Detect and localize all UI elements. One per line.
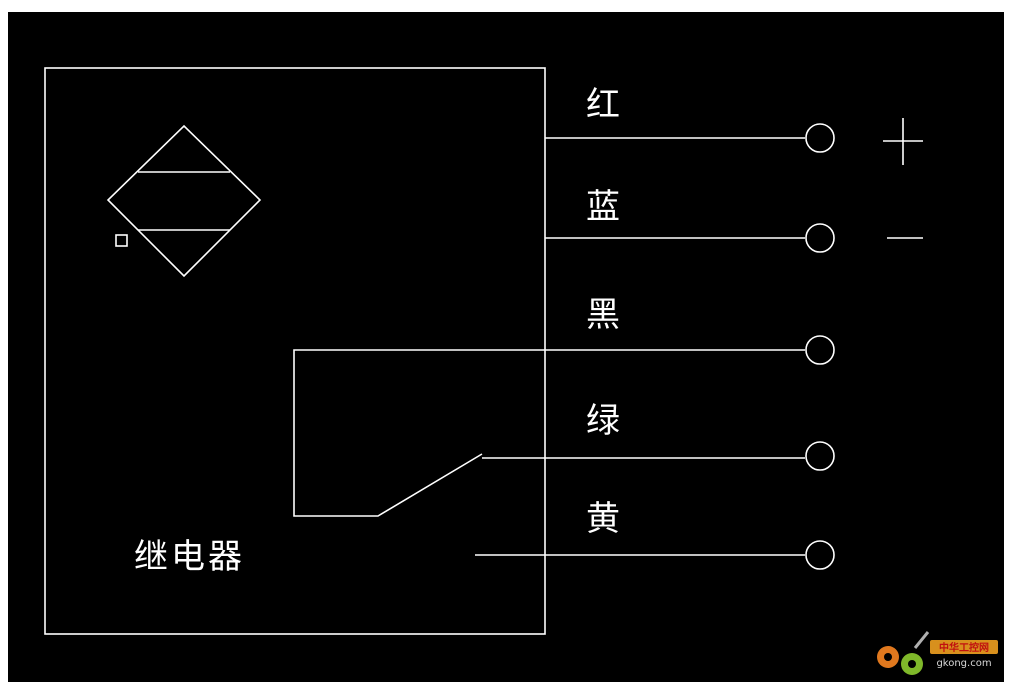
watermark: 中华工控网 gkong.com — [877, 631, 998, 675]
gear-logo-icon — [877, 631, 930, 675]
label-black: 黑 — [586, 295, 620, 335]
drawing-area — [8, 12, 1004, 682]
label-red: 红 — [586, 85, 620, 125]
watermark-brand: 中华工控网 — [939, 641, 989, 654]
terminal-yellow — [805, 540, 835, 570]
terminal-red — [805, 123, 835, 153]
terminal-green — [805, 441, 835, 471]
label-yellow: 黄 — [586, 499, 620, 539]
terminal-blue — [805, 223, 835, 253]
proximity-sensor-icon — [106, 124, 262, 278]
label-relay: 继电器 — [134, 537, 245, 577]
sensor-housing — [44, 67, 546, 635]
terminal-black — [805, 335, 835, 365]
wire-black-contact — [293, 349, 805, 517]
label-blue: 蓝 — [586, 187, 620, 227]
watermark-domain: gkong.com — [936, 658, 991, 669]
label-green: 绿 — [586, 401, 620, 441]
plus-sign-icon — [883, 118, 923, 165]
